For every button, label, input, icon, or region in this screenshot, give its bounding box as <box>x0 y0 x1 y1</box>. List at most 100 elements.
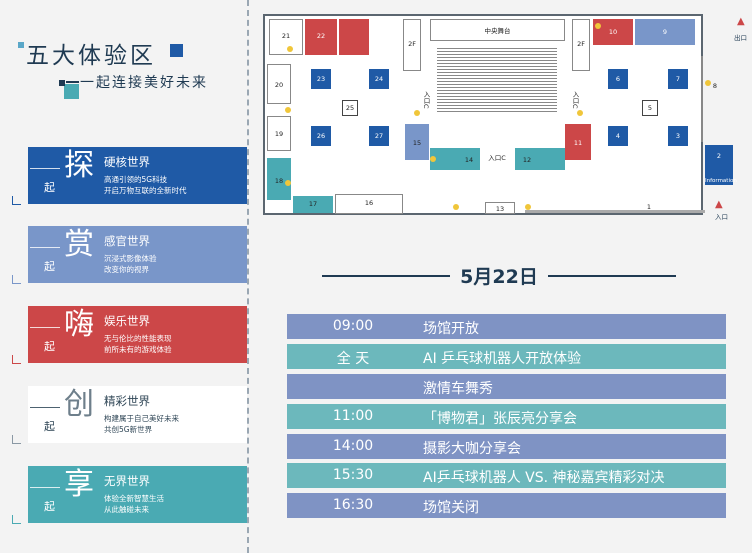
zone-dash <box>30 327 60 328</box>
booth-label-8: 8 <box>712 82 718 90</box>
schedule-time: 16:30 <box>332 497 374 513</box>
zone-qi: 起 <box>44 500 55 513</box>
schedule-row: 全 天 AI 乒乓球机器人开放体验 <box>287 344 726 369</box>
booth-label-11: 11 <box>573 139 583 147</box>
zone-big-char: 嗨 <box>64 307 94 342</box>
zone-name: 硬核世界 <box>104 155 150 169</box>
zone-dash <box>30 487 60 488</box>
date-rule-left <box>322 275 450 277</box>
corner-mark <box>12 196 21 205</box>
booth-17 <box>293 196 333 213</box>
facility-dot <box>430 156 436 162</box>
booth-label-18: 18 <box>274 177 284 185</box>
zone-desc-2: 共创5G新世界 <box>104 425 153 434</box>
booth-6 <box>608 69 628 89</box>
corner-mark <box>12 435 21 444</box>
facility-dot <box>595 23 601 29</box>
booth-12 <box>515 148 565 170</box>
schedule-event: 摄影大咖分享会 <box>423 441 521 457</box>
stage-label: 中央舞台 <box>484 27 511 35</box>
booth-label-17: 17 <box>308 200 318 208</box>
entrance-c-left: 入口C <box>422 91 430 109</box>
booth-label-7: 7 <box>675 75 681 83</box>
zone-desc-1: 无与伦比的性能表现 <box>104 334 172 343</box>
schedule-row: 11:00 「博物君」张辰亮分享会 <box>287 404 726 429</box>
date-rule-right <box>548 275 676 277</box>
booth-9 <box>635 19 695 45</box>
deco-square-1 <box>18 42 24 48</box>
entrance-label: 入口 <box>715 213 728 221</box>
booth-20 <box>267 64 291 104</box>
facility-dot <box>577 110 583 116</box>
booth-label-9: 9 <box>662 28 668 36</box>
zone-qi: 起 <box>44 181 55 194</box>
subtitle-dash <box>66 81 79 83</box>
floor-2f-left <box>403 19 421 71</box>
zone-dash <box>30 247 60 248</box>
entrance-arrow-icon: ▲ <box>715 199 723 210</box>
deco-square-2 <box>170 44 183 57</box>
booth-label-14: 14 <box>464 156 474 164</box>
floor-2f-right <box>572 19 590 71</box>
zone-name: 娱乐世界 <box>104 314 150 328</box>
zone-desc-1: 沉浸式影像体验 <box>104 254 157 263</box>
corner-mark <box>12 275 21 284</box>
booth-label-26: 26 <box>316 132 326 140</box>
zone-desc-1: 构建属于自己美好未来 <box>104 414 179 423</box>
schedule-event: 场馆开放 <box>423 321 479 337</box>
booth-25 <box>342 100 358 116</box>
schedule-row: 激情车舞秀 <box>287 374 726 399</box>
facility-dot <box>705 80 711 86</box>
schedule-row: 16:30 场馆关闭 <box>287 493 726 518</box>
booth-label-12: 12 <box>522 156 532 164</box>
zone-share: 享 起 无界世界 体验全新智慧生活 从此触碰未来 <box>28 466 247 523</box>
booth-label-16: 16 <box>364 199 374 207</box>
booth-8 <box>701 56 703 142</box>
booth-24 <box>369 69 389 89</box>
zone-big-char: 创 <box>64 387 94 422</box>
booth-label-4: 4 <box>615 132 621 140</box>
entrance-c-center: 入口C <box>488 154 506 162</box>
booth-label-15: 15 <box>412 139 422 147</box>
zone-name: 无界世界 <box>104 474 150 488</box>
zone-qi: 起 <box>44 420 55 433</box>
zone-create: 创 起 精彩世界 构建属于自己美好未来 共创5G新世界 <box>28 386 247 443</box>
facility-dot <box>525 204 531 210</box>
exit-arrow-icon: ▲ <box>737 16 745 27</box>
zone-explore: 探 起 硬核世界 高通引领的5G科技 开启万物互联的全新时代 <box>28 147 247 204</box>
page-title: 五大体验区 <box>26 43 156 69</box>
booth-label-5: 5 <box>647 104 653 112</box>
information-label: Information <box>705 178 737 184</box>
exit-label: 出口 <box>734 34 747 42</box>
booth-22 <box>305 19 337 55</box>
booth-label-3: 3 <box>675 132 681 140</box>
booth-2-box <box>705 145 733 185</box>
zone-dash <box>30 407 60 408</box>
booth-label-6: 6 <box>615 75 621 83</box>
schedule-time: 09:00 <box>332 318 374 334</box>
venue-map: 21 22 20 19 18 17 16 23 24 25 26 27 2F 入… <box>263 14 717 215</box>
schedule-time: 14:00 <box>332 438 374 454</box>
zone-name: 感官世界 <box>104 234 150 248</box>
booth-13 <box>485 202 515 214</box>
schedule-time: 15:30 <box>332 467 374 483</box>
booth-26 <box>311 126 331 146</box>
zone-dash <box>30 168 60 169</box>
booth-label-22: 22 <box>316 32 326 40</box>
booth-1 <box>525 210 705 213</box>
left-panel: 五大体验区 一起连接美好未来 探 起 硬核世界 高通引领的5G科技 开启万物互联… <box>0 0 250 553</box>
schedule-event: 激情车舞秀 <box>423 381 493 397</box>
facility-dot <box>453 204 459 210</box>
facility-dot <box>285 180 291 186</box>
central-stage <box>430 19 565 41</box>
schedule-row: 09:00 场馆开放 <box>287 314 726 339</box>
facility-dot <box>285 107 291 113</box>
facility-dot <box>287 46 293 52</box>
corner-mark <box>12 355 21 364</box>
booth-label-1: 1 <box>646 203 652 211</box>
schedule-row: 15:30 AI乒乓球机器人 VS. 神秘嘉宾精彩对决 <box>287 463 726 488</box>
booth-19 <box>267 116 291 151</box>
facility-dot <box>414 110 420 116</box>
zone-qi: 起 <box>44 260 55 273</box>
zone-desc-1: 体验全新智慧生活 <box>104 494 164 503</box>
